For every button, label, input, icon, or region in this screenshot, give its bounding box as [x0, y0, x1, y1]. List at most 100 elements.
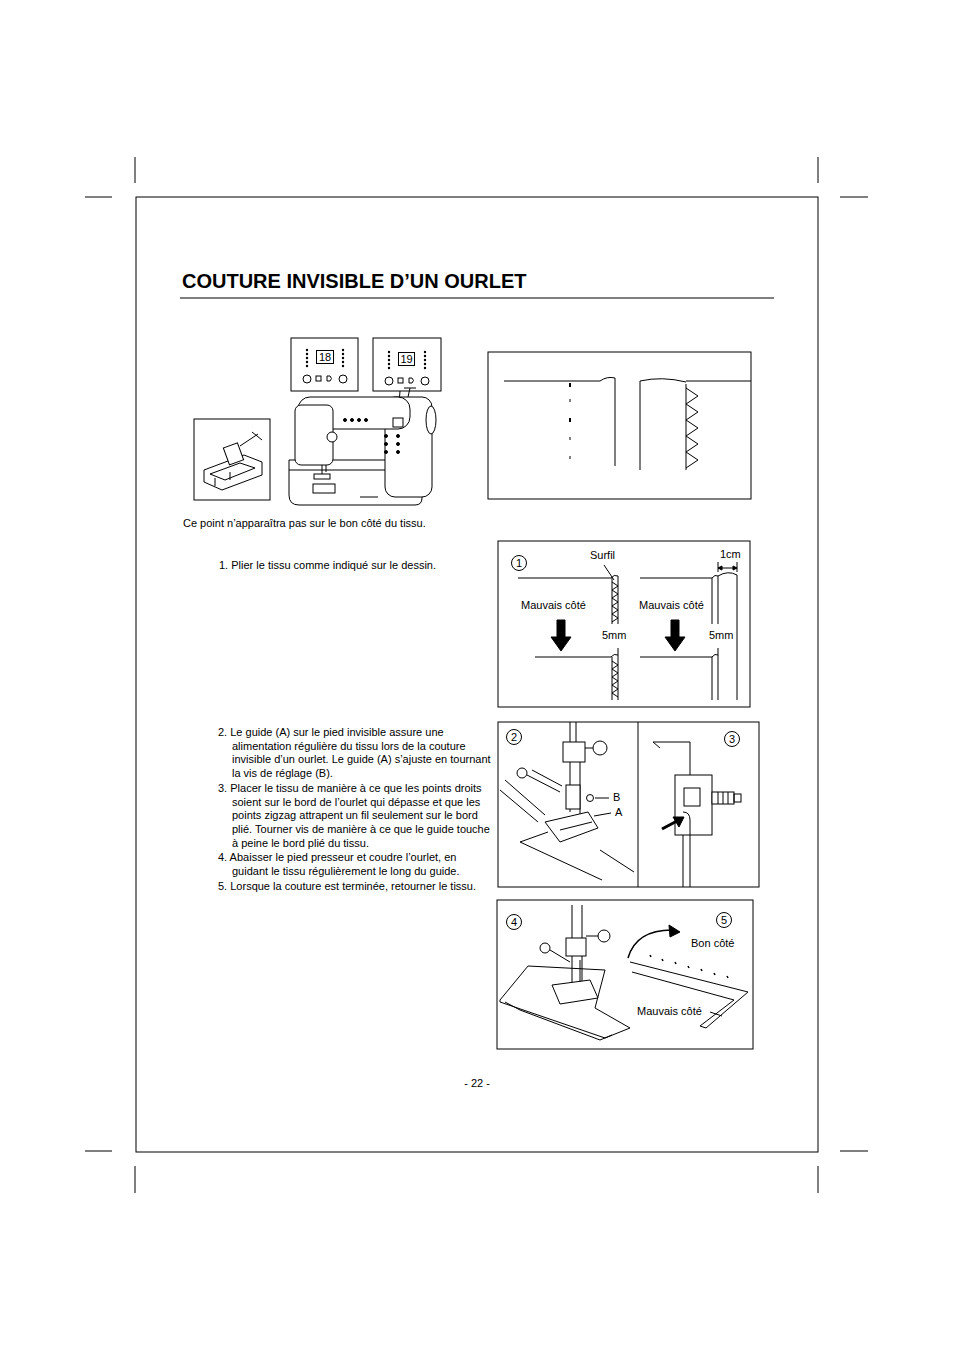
display-panel	[342, 361, 344, 363]
crop-marks	[818, 1166, 819, 1193]
display-panel	[342, 357, 344, 359]
sewing-figure	[497, 900, 753, 1049]
display-panel	[398, 378, 403, 383]
guide-figure	[595, 798, 609, 799]
sewing-figure	[550, 950, 570, 962]
crop-marks	[840, 197, 868, 198]
fold-figure	[535, 657, 611, 658]
stitch-sample	[569, 383, 571, 387]
guide-figure	[690, 742, 691, 776]
fold-figure	[718, 648, 719, 700]
figure-label: Bon côté	[690, 937, 735, 950]
sewing-figure	[628, 930, 672, 958]
fold-figure	[640, 578, 712, 579]
guide-figure	[545, 812, 598, 842]
presser-foot-picture	[215, 478, 216, 486]
sewing-figure	[566, 938, 586, 956]
sewing-machine	[313, 484, 335, 493]
sewing-figure	[520, 1010, 612, 1040]
sewing-figure	[505, 1002, 520, 1010]
fold-figure	[618, 576, 619, 624]
presser-foot-picture	[230, 472, 231, 480]
fold-figure	[737, 575, 738, 700]
display-number: 18	[316, 350, 333, 364]
sewing-figure	[701, 969, 702, 971]
sewing-figure	[688, 966, 689, 968]
figure-label: 5mm	[708, 629, 734, 642]
stitch-sample	[615, 378, 616, 466]
note-text: Ce point n’apparaîtra pas sur le bon côt…	[182, 517, 427, 530]
guide-figure	[683, 835, 684, 887]
sewing-machine	[358, 419, 361, 422]
guide-figure	[585, 748, 593, 749]
sewing-machine	[385, 435, 388, 438]
display-panel	[303, 375, 311, 383]
instruction-step: 3. Placer le tissu de manière à ce que l…	[218, 782, 492, 851]
sewing-figure	[650, 955, 728, 978]
crop-marks	[135, 157, 136, 183]
callout-number: 2	[506, 729, 522, 745]
fold-figure	[718, 573, 737, 576]
display-panel	[388, 355, 390, 357]
display-panel	[385, 377, 393, 385]
display-panel	[388, 367, 390, 369]
sewing-figure	[700, 1000, 734, 1026]
guide-figure	[673, 817, 684, 827]
fold-figure	[718, 576, 719, 624]
display-panel	[424, 367, 426, 369]
guide-figure	[734, 794, 741, 802]
guide-figure	[520, 842, 602, 880]
sewing-figure	[714, 973, 715, 975]
callout-number: 4	[506, 914, 522, 930]
guide-figure	[662, 821, 677, 829]
figure-label: Mauvais côté	[520, 599, 587, 612]
display-panel	[306, 353, 308, 355]
sewing-figure	[552, 980, 598, 1004]
fold-figure	[640, 657, 712, 658]
stitch-sample	[569, 418, 571, 422]
guide-figure	[653, 742, 690, 743]
page-number: - 22 -	[463, 1077, 491, 1090]
fold-figure	[611, 654, 618, 657]
display-panel	[339, 375, 347, 383]
stitch-sample	[504, 381, 600, 382]
sewing-machine	[351, 419, 354, 422]
stitch-sample	[488, 352, 751, 499]
instruction-steps: 2. Le guide (A) sur le pied invisible as…	[218, 726, 492, 894]
sewing-machine	[365, 419, 368, 422]
display-panel	[409, 378, 414, 383]
crop-marks	[818, 157, 819, 183]
sewing-figure	[540, 943, 550, 953]
page-frame	[136, 197, 818, 1152]
guide-figure	[527, 775, 560, 792]
figure-label: 1cm	[719, 548, 742, 561]
sewing-machine	[385, 443, 388, 446]
display-panel	[388, 351, 426, 369]
figure-label: Mauvais côté	[636, 1005, 703, 1018]
fold-figure	[612, 661, 618, 697]
guide-figure	[560, 822, 592, 830]
stitch-sample	[686, 388, 698, 468]
sewing-machine	[344, 419, 347, 422]
guide-figure	[566, 785, 580, 809]
guide-figure	[532, 770, 562, 786]
display-panel	[306, 365, 308, 367]
display-panel	[306, 357, 308, 359]
callout-number: 5	[716, 912, 732, 928]
display-panel	[316, 376, 321, 381]
sewing-figure	[662, 959, 663, 961]
presser-foot-picture	[210, 463, 255, 480]
guide-figure	[587, 795, 594, 802]
sewing-figure	[700, 1026, 706, 1028]
node-text: 4	[511, 916, 517, 928]
display-number: 19	[398, 352, 415, 366]
fold-figure	[498, 541, 750, 707]
node-text: 1	[516, 557, 522, 569]
display-panel	[424, 351, 426, 353]
guide-figure	[593, 741, 607, 755]
sewing-figure	[650, 955, 651, 957]
guide-figure	[520, 832, 548, 842]
sewing-machine	[393, 418, 403, 427]
